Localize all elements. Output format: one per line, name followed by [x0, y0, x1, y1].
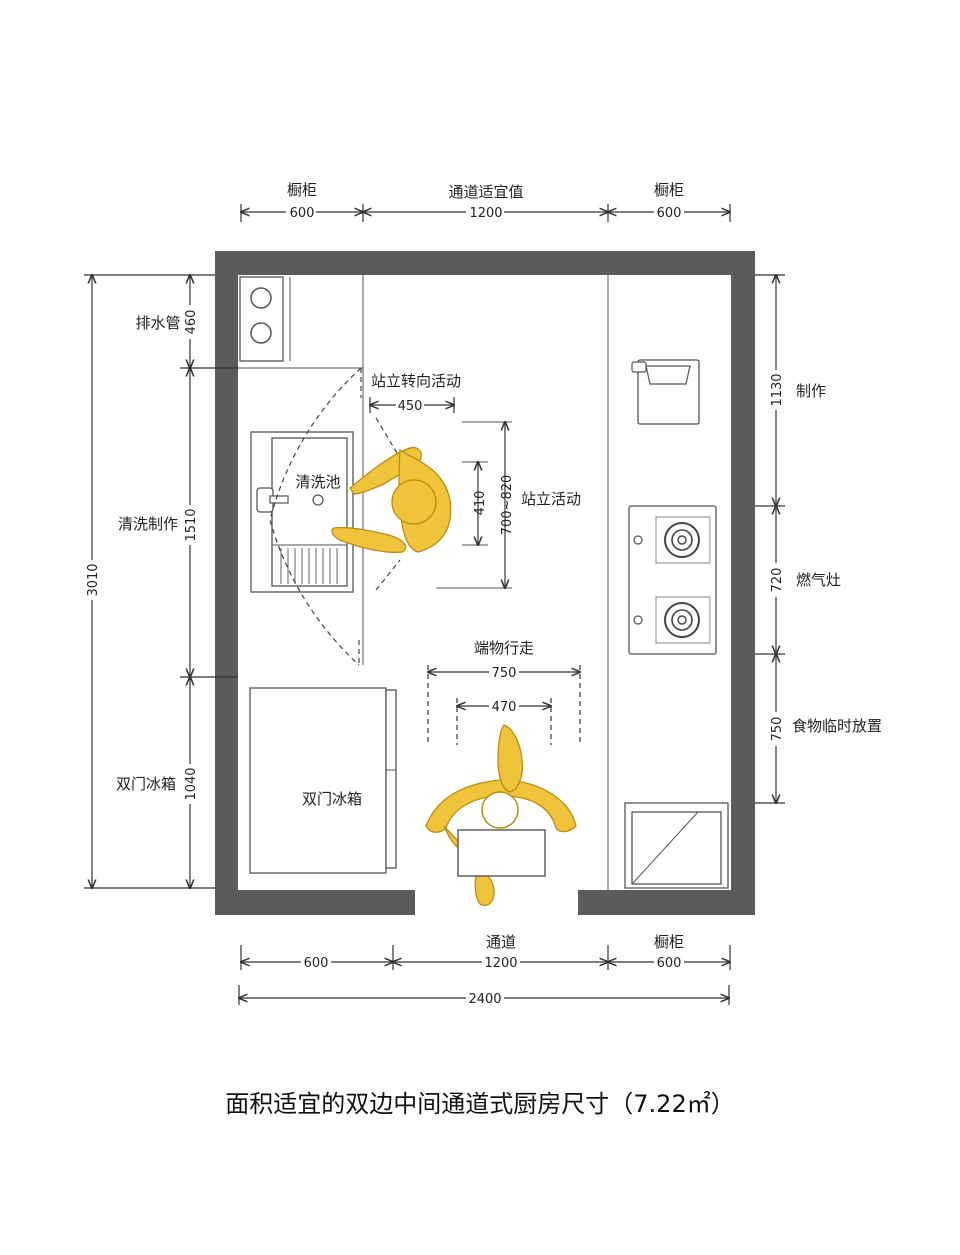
stand-dimension: 410 700~820 站立活动: [436, 422, 581, 588]
bottom-passage-label: 通道: [486, 933, 516, 951]
top-passage-label: 通道适宜值: [448, 183, 523, 201]
knob-icon: [633, 535, 643, 545]
gas-stove: [628, 505, 717, 655]
drain-pipe-box: [239, 276, 291, 362]
drain-pipe-icon: [250, 287, 272, 309]
top-passage-value: 1200: [469, 206, 502, 221]
faucet-icon: [256, 487, 289, 513]
left-dimensions: 3010 460 1510 1040 排水管 清洗制作 双门冰箱: [84, 275, 238, 888]
right-food-value: 750: [770, 717, 785, 742]
bottom-cabinet-value: 600: [657, 956, 682, 971]
top-dimensions: 橱柜 600 通道适宜值 1200 橱柜 600: [241, 181, 730, 222]
right-dimensions: 1130 720 750 制作 燃气灶 食物临时放置: [755, 275, 882, 803]
sink-drain-icon: [312, 494, 324, 506]
bottom-passage-value: 1200: [484, 956, 517, 971]
left-fridge-value: 1040: [184, 767, 199, 800]
right-stove-label: 燃气灶: [796, 571, 841, 589]
drain-pipe-icon: [250, 322, 272, 344]
cutting-board: [631, 359, 700, 425]
knife-icon: [631, 361, 691, 385]
cabinet-lines: [238, 275, 609, 890]
turn-label: 站立转向活动: [371, 372, 461, 390]
carry-label: 端物行走: [474, 639, 534, 657]
carry-outer-value: 750: [492, 666, 517, 681]
stand-label: 站立活动: [521, 490, 581, 508]
right-food-label: 食物临时放置: [792, 717, 882, 735]
bottom-dimensions: 600 通道 1200 橱柜 600 2400: [239, 933, 730, 1007]
left-total-value: 3010: [86, 563, 101, 596]
carry-dimension: 端物行走 750 470: [428, 639, 580, 745]
right-stove-value: 720: [770, 568, 785, 593]
sink: 清洗池: [250, 431, 354, 593]
fridge-label: 双门冰箱: [302, 790, 362, 808]
left-drain-label: 排水管: [135, 314, 180, 332]
caption: 面积适宜的双边中间通道式厨房尺寸（7.22㎡）: [225, 1090, 735, 1118]
fridge: 双门冰箱: [249, 687, 397, 874]
bottom-cabinet-label: 橱柜: [654, 933, 684, 951]
sink-label: 清洗池: [295, 473, 340, 491]
top-cabinet-left-label: 橱柜: [287, 181, 317, 199]
knob-icon: [633, 615, 643, 625]
burner-icon: [655, 596, 711, 644]
left-fridge-label: 双门冰箱: [116, 775, 176, 793]
bottom-left-value: 600: [304, 956, 329, 971]
bottom-total-value: 2400: [468, 992, 501, 1007]
carry-inner-value: 470: [492, 700, 517, 715]
turning-arc: [269, 367, 401, 666]
top-cabinet-right-value: 600: [657, 206, 682, 221]
drain-rack-lines: [280, 548, 338, 584]
top-cabinet-left-value: 600: [290, 206, 315, 221]
person-carrying-icon: [425, 724, 577, 906]
stand-inner-value: 410: [473, 491, 488, 516]
burner-icon: [655, 516, 711, 564]
walls: [215, 251, 755, 915]
turn-dimension: 站立转向活动 450: [370, 372, 461, 414]
food-tray: [624, 802, 729, 889]
person-at-sink-icon: [331, 446, 452, 554]
right-prep-value: 1130: [770, 373, 785, 406]
left-drain-value: 460: [184, 310, 199, 335]
top-cabinet-right-label: 橱柜: [654, 181, 684, 199]
turn-value: 450: [398, 399, 423, 414]
left-wash-label: 清洗制作: [118, 515, 178, 533]
left-wash-value: 1510: [184, 508, 199, 541]
stand-outer-value: 700~820: [500, 475, 515, 536]
right-prep-label: 制作: [796, 382, 826, 400]
